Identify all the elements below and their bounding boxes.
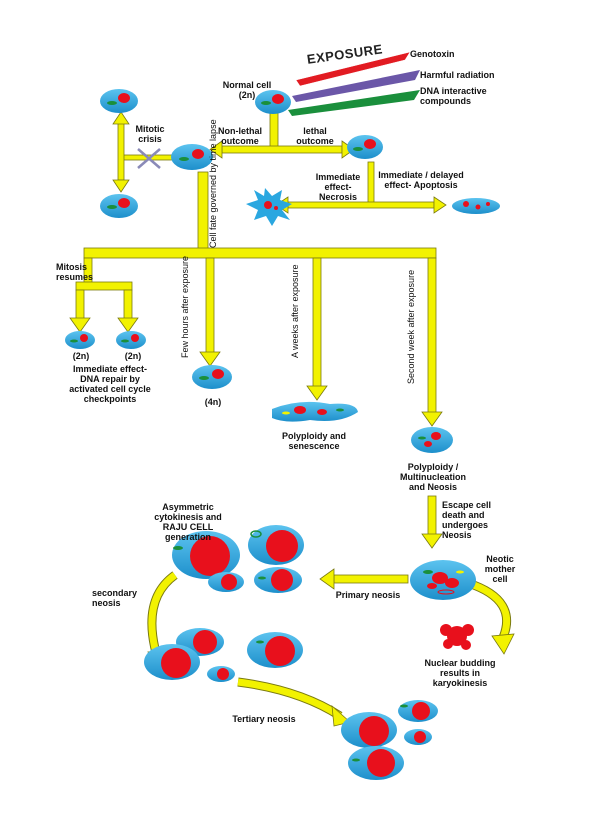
non-lethal-label: Non-lethal outcome <box>218 126 262 146</box>
radiation-ribbon <box>292 70 420 102</box>
apoptosis-label: Immediate / delayed effect- Apoptosis <box>378 170 464 190</box>
lethal-cell <box>347 135 383 159</box>
asymmetric-label: Asymmetric cytokinesis and RAJU CELL gen… <box>154 502 222 542</box>
neotic-mother-cell <box>410 560 476 600</box>
multinucleated-cell <box>411 427 453 453</box>
a-weeks-label: A weeks after exposure <box>290 264 300 358</box>
nuclear-budding-label: Nuclear budding results in karyokinesis <box>424 658 496 688</box>
apoptosis-cell <box>452 198 500 214</box>
dna-repair-label: Immediate effect-DNA repair by activated… <box>69 364 151 404</box>
raju-cell-2 <box>248 525 304 565</box>
diploid-label-b: (2n) <box>124 351 142 361</box>
dna-compound-ribbon <box>288 90 420 116</box>
mitotic-crisis-label: Mitotic crisis <box>135 124 165 144</box>
tertiary-cell-3 <box>404 729 432 745</box>
neotic-mother-label: Neotic mother cell <box>484 554 516 584</box>
genotoxin-ribbon <box>295 51 411 87</box>
normal-cell <box>255 90 291 114</box>
daughter-cell-b <box>116 331 146 349</box>
cells <box>65 89 500 780</box>
nuclear-budding <box>440 624 474 650</box>
second-week-label: Second week after exposure <box>406 269 416 384</box>
tertiary-cell-1 <box>341 712 397 748</box>
agent-genotoxin: Genotoxin <box>410 49 455 59</box>
mitotic-block-cross <box>137 148 161 169</box>
necrosis-label: Immediate effect- Necrosis <box>315 172 361 202</box>
few-hours-label: Few hours after exposure <box>180 255 190 358</box>
tertiary-cell-2 <box>398 700 438 722</box>
tertiary-neosis-label: Tertiary neosis <box>232 714 296 724</box>
secondary-cell-4 <box>207 666 235 682</box>
secondary-cell-3 <box>144 644 200 680</box>
tertiary-cell-4 <box>348 746 404 780</box>
escape-label: Escape cell death and undergoes Neosis <box>442 500 492 540</box>
primary-neosis-label: Primary neosis <box>335 590 401 600</box>
raju-cell-1 <box>172 531 240 579</box>
agent-dna-compounds: DNA interactive compounds <box>420 86 487 106</box>
lethal-label: lethal outcome <box>296 126 334 146</box>
senescent-cell <box>272 401 358 422</box>
non-lethal-cell <box>171 144 213 170</box>
mitotic-crisis-cell-bottom <box>100 194 138 218</box>
mitotic-crisis-cell-top <box>100 89 138 113</box>
normal-cell-label: Normal cell (2n) <box>222 80 272 100</box>
daughter-cell-a <box>65 331 95 349</box>
polyploidy-senescence-label: Polyploidy and senescence <box>281 431 346 451</box>
raju-cell-3 <box>208 572 244 592</box>
tetraploid-label: (4n) <box>204 397 222 407</box>
flow-arrows <box>69 111 447 590</box>
exposure-ribbons <box>288 51 420 116</box>
diploid-label-a: (2n) <box>72 351 90 361</box>
raju-cell-4 <box>254 567 302 593</box>
polyploidy-multi-label: Polyploidy / Multinucleation and Neosis <box>400 462 466 492</box>
necrosis-cell <box>246 188 292 226</box>
secondary-cell-2 <box>247 632 303 668</box>
agent-radiation: Harmful radiation <box>420 70 495 80</box>
secondary-neosis-label: secondary neosis <box>92 588 138 608</box>
tetraploid-cell <box>192 365 232 389</box>
cell-fate-label: Cell fate governed by time lapse <box>208 119 218 248</box>
mitosis-resumes-label: Mitosis resumes <box>56 262 94 282</box>
